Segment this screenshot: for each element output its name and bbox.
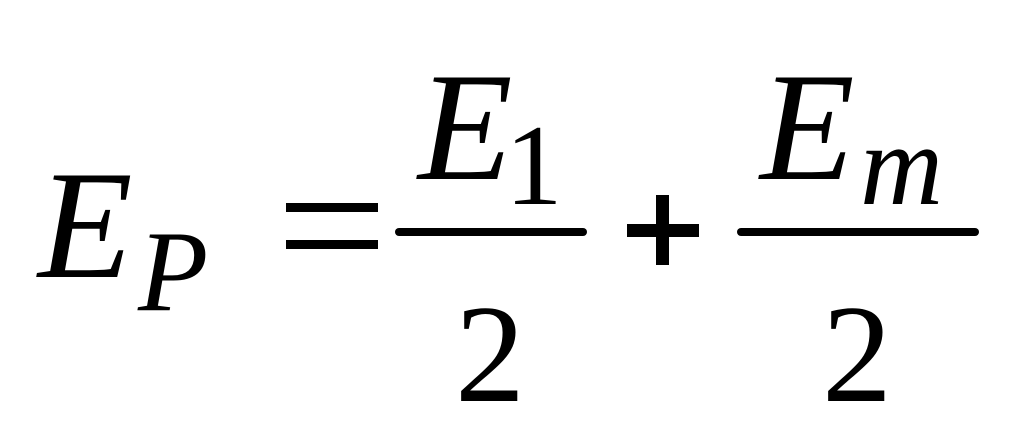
plus-sign-vertical (656, 195, 669, 265)
term1-numerator-subscript: 1 (505, 102, 563, 229)
term1-denominator: 2 (455, 277, 525, 432)
equals-sign-top-bar (286, 203, 378, 212)
term2-denominator: 2 (822, 277, 892, 432)
term2-numerator-subscript: m (860, 102, 944, 229)
term1-numerator-symbol: E (418, 41, 513, 213)
term1-fraction-bar (395, 228, 587, 236)
lhs-subscript: P (138, 208, 209, 335)
equals-sign-bottom-bar (286, 240, 378, 249)
lhs-symbol: E (38, 139, 133, 311)
term2-numerator-symbol: E (760, 41, 855, 213)
term2-fraction-bar (737, 228, 979, 236)
